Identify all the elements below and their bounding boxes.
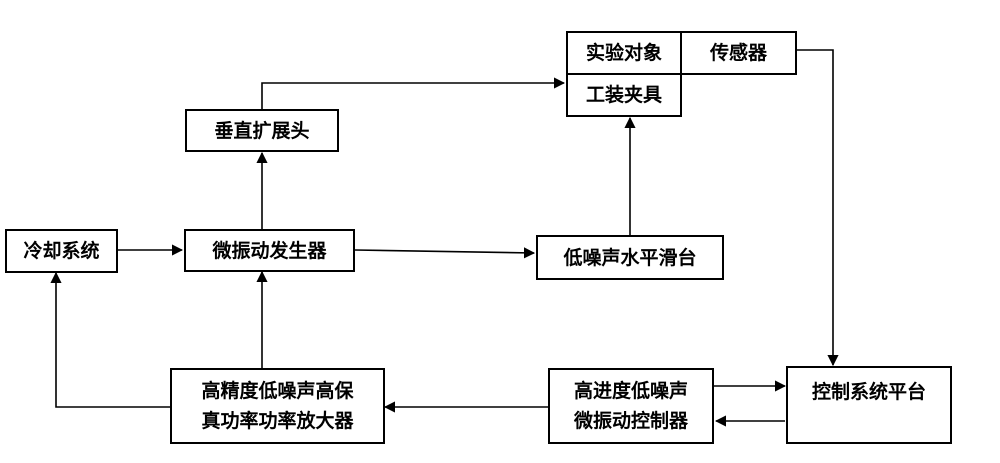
cooling-system-box: 冷却系统 [5, 229, 118, 273]
test-object-box: 实验对象 [566, 31, 682, 75]
arrow-vertical-head-to-fixture [261, 77, 566, 109]
sensor-box: 传感器 [680, 31, 797, 75]
cooling-system-label: 冷却系统 [23, 240, 100, 262]
vibration-controller-label-line-2: 微振动控制器 [573, 410, 688, 432]
arrow-amplifier-to-cooling [50, 271, 170, 408]
sensor-label: 传感器 [709, 42, 767, 64]
power-amplifier-box: 高精度低噪声高保 真功率功率放大器 [170, 368, 385, 444]
power-amplifier-label-line-1: 高精度低噪声高保 [201, 380, 354, 402]
power-amplifier-label-line-2: 真功率功率放大器 [201, 410, 354, 432]
arrow-sensor-to-platform [797, 49, 839, 367]
test-object-label: 实验对象 [585, 42, 662, 64]
vibration-controller-label-line-1: 高进度低噪声 [573, 380, 688, 402]
fixture-label: 工装夹具 [585, 84, 662, 106]
vibration-generator-label: 微振动发生器 [212, 239, 327, 262]
control-platform-box: 控制系统平台 [786, 366, 952, 444]
vertical-head-box: 垂直扩展头 [185, 109, 339, 152]
vibration-controller-box: 高进度低噪声 微振动控制器 [548, 368, 714, 444]
horizontal-slide-box: 低噪声水平滑台 [536, 235, 724, 280]
arrow-generator-to-slide [354, 247, 536, 259]
vibration-generator-box: 微振动发生器 [184, 229, 355, 272]
vertical-head-label: 垂直扩展头 [214, 119, 310, 142]
horizontal-slide-label: 低噪声水平滑台 [563, 246, 697, 269]
control-platform-label: 控制系统平台 [811, 381, 926, 403]
fixture-box: 工装夹具 [566, 73, 682, 117]
